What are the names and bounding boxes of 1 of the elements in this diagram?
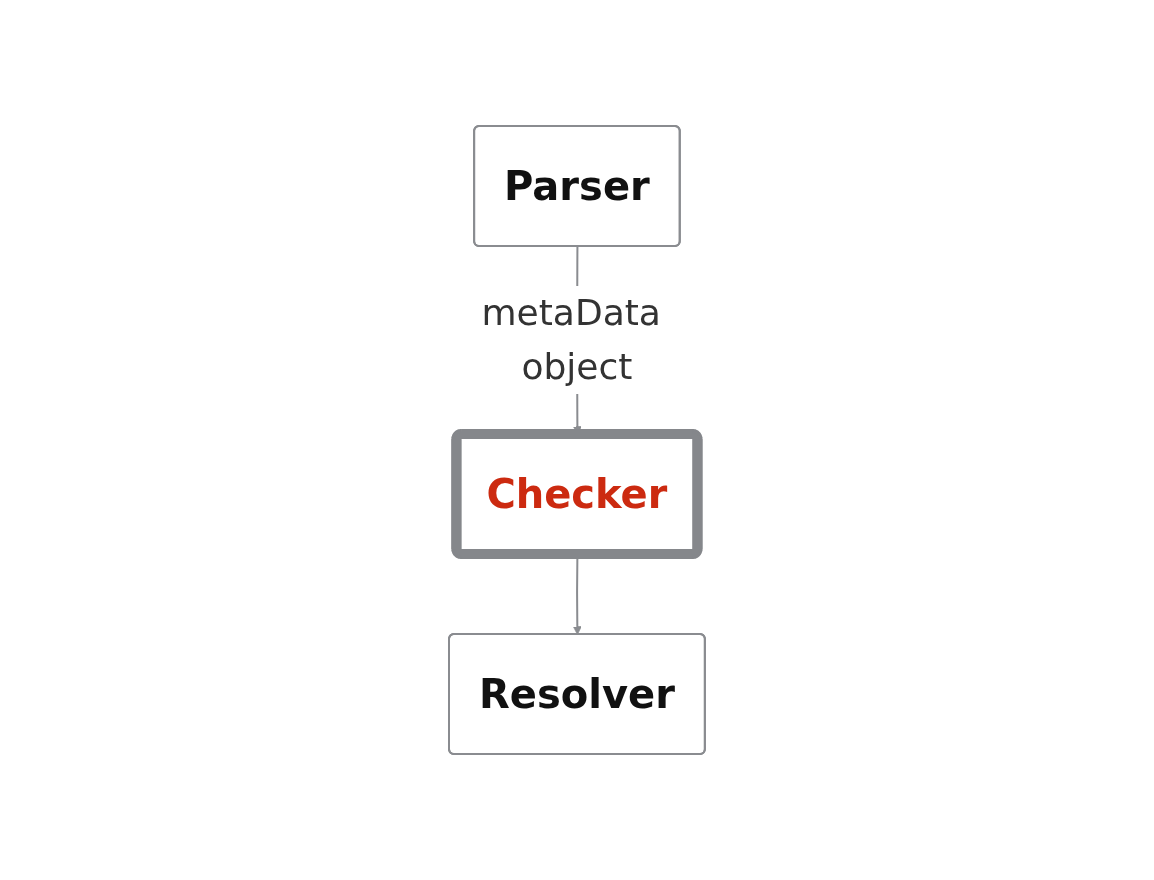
edge-label: metaData object [481, 292, 661, 387]
